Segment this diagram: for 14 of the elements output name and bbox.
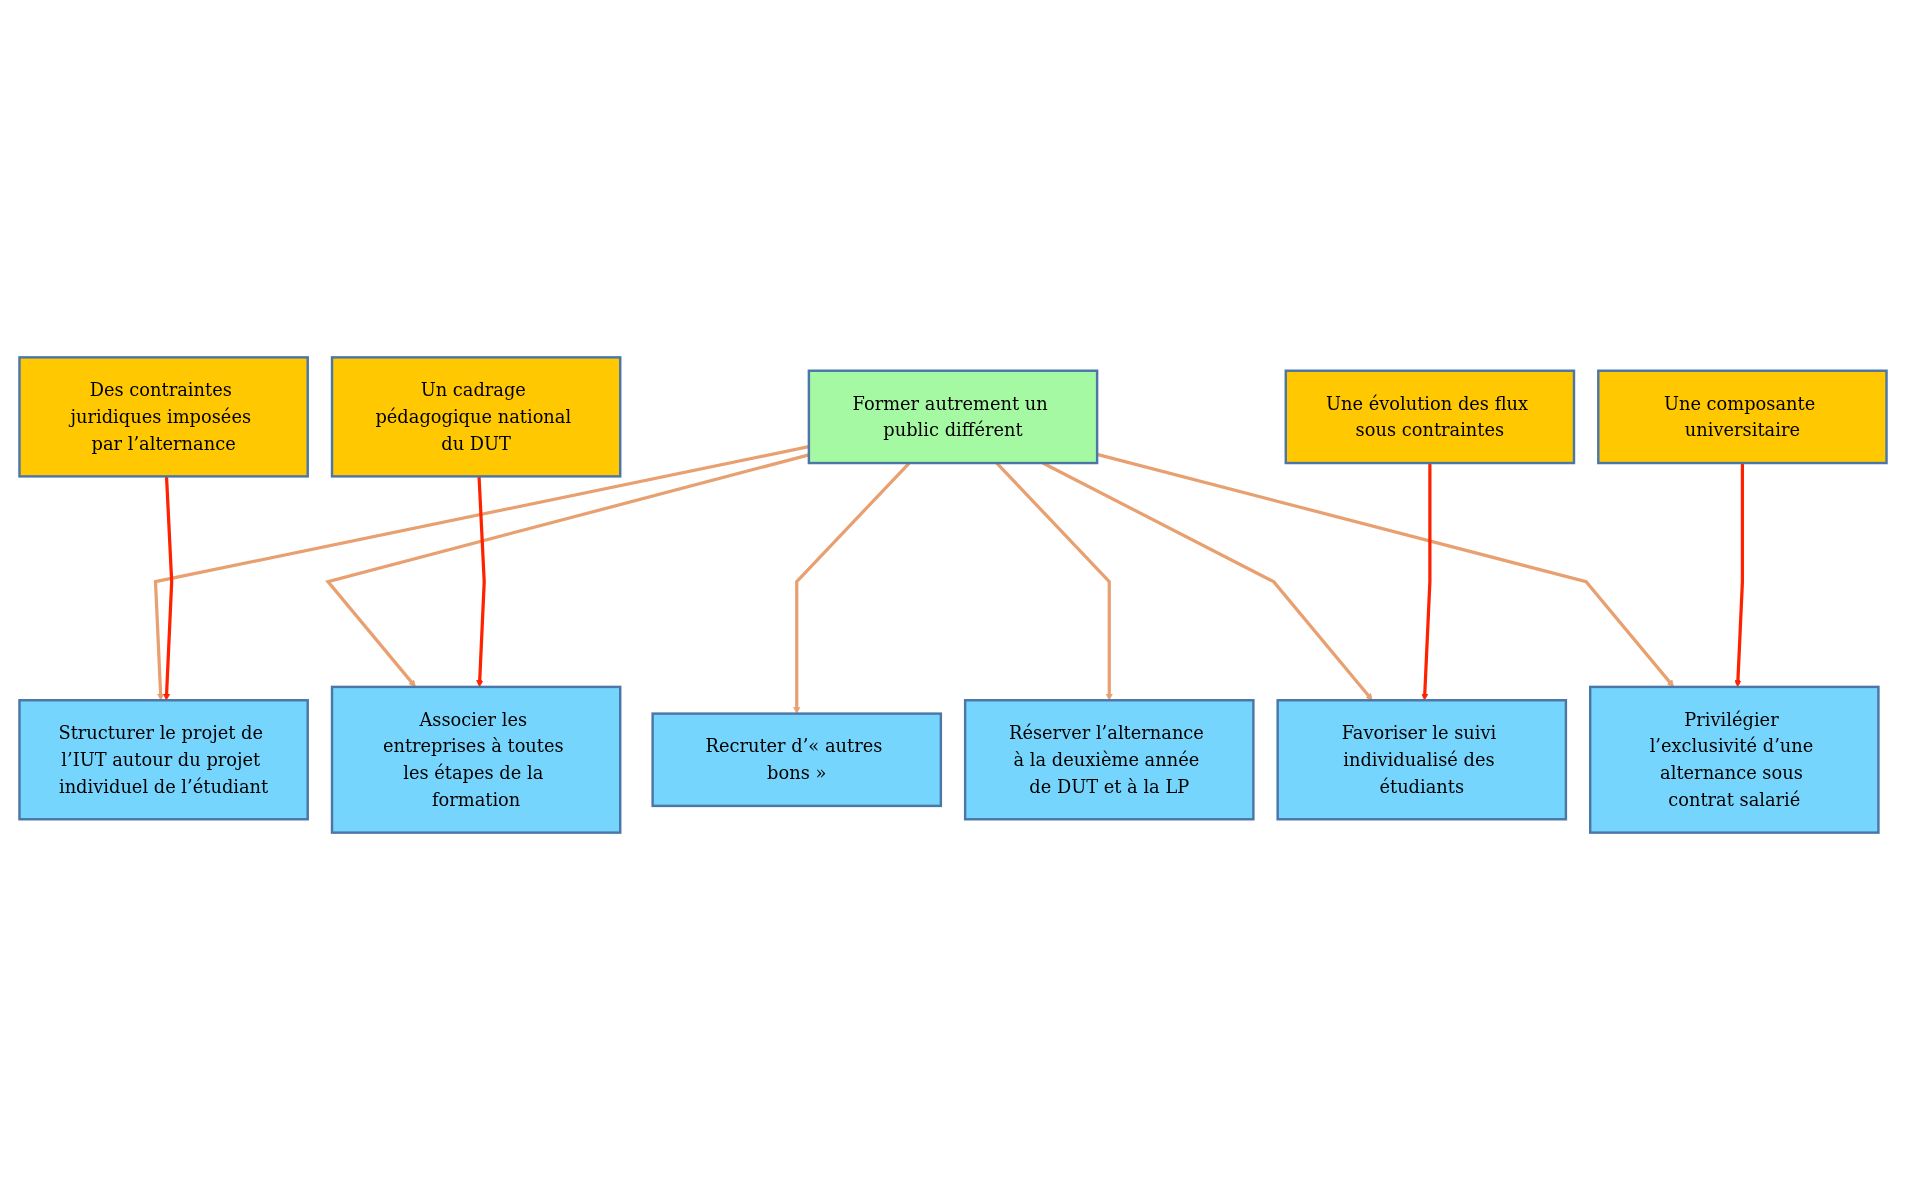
arrow [153, 445, 809, 701]
arrow [1420, 463, 1431, 701]
node-box: Un cadrage pédagogique national du DUT [330, 356, 621, 478]
node-box: Privilégier l’exclusivité d’une alternance sous contrat salarié [1588, 685, 1880, 834]
arrow [162, 476, 173, 701]
node-box: Réserver l’alternance à la deuxième année de DUT et à la LP [963, 699, 1255, 821]
node-box: Favoriser le suivi individualisé des étudiants [1275, 699, 1567, 821]
node-box: Former autrement un public différent [807, 369, 1098, 465]
node-box: Une composante universitaire [1596, 369, 1888, 465]
node-box: Des contraintes juridiques imposées par l’alternance [17, 356, 309, 478]
node-box: Structurer le projet de l’IUT autour du projet individuel de l’étudiant [17, 699, 309, 821]
node-box: Associer les entreprises à toutes les étapes de la formation [330, 685, 621, 834]
node-box: Une évolution des flux sous contraintes [1284, 369, 1575, 465]
node-box: Recruter d’« autres bons » [650, 712, 942, 808]
